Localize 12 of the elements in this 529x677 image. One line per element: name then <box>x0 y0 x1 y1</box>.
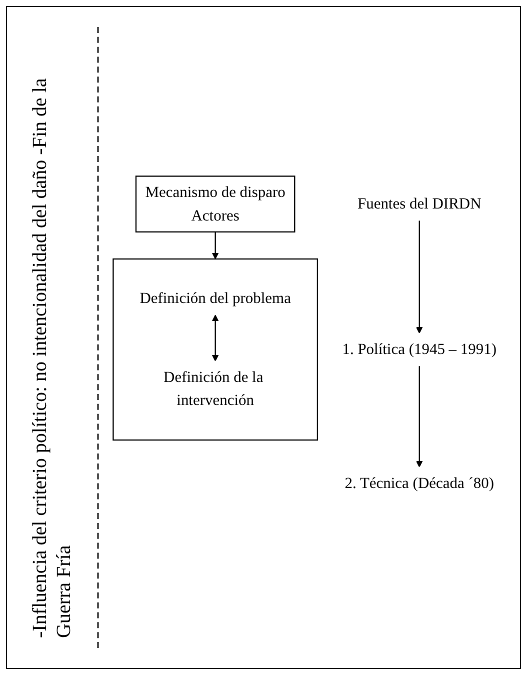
node-text: Definición del problema <box>140 290 291 307</box>
node-text: Definición de la intervención <box>164 368 264 409</box>
arrow <box>212 314 219 362</box>
node-text: 2. Técnica (Década ´80) <box>344 474 494 492</box>
node-text: Fuentes del DIRDN <box>357 195 482 212</box>
arrow <box>416 365 423 468</box>
rotated-note: -Influencia del criterio político: no intencionalidad del daño -Fin de la Guerra Fría <box>28 76 76 638</box>
node-text: 1. Política (1945 – 1991) <box>342 340 497 358</box>
node-box: Mecanismo de disparo Actores <box>135 175 296 232</box>
arrow <box>212 232 219 259</box>
arrow <box>416 220 423 334</box>
cluster <box>112 258 318 440</box>
